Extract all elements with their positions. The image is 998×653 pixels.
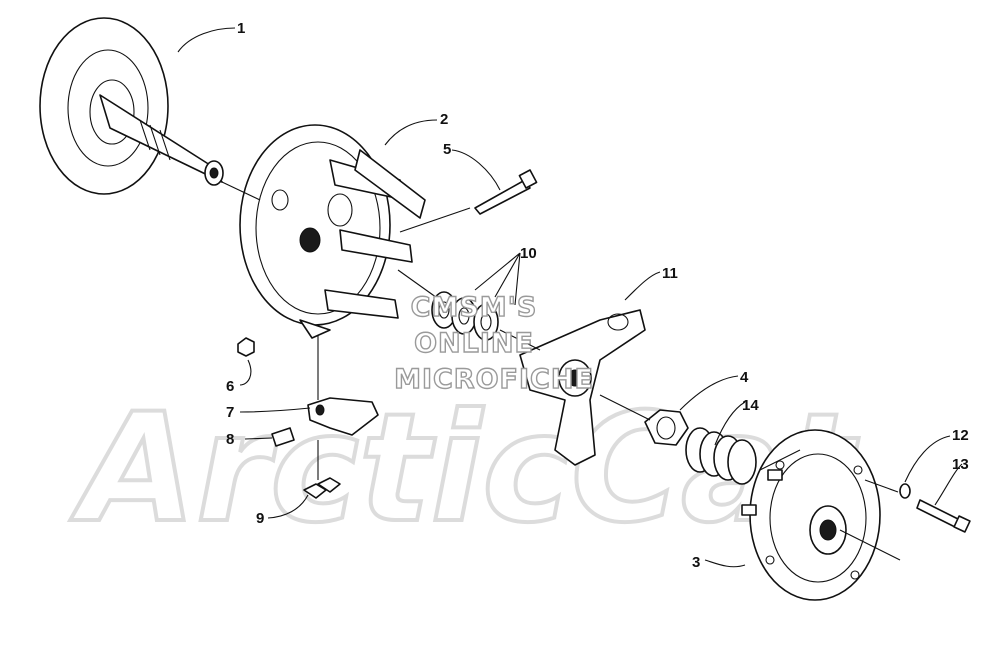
callout-9: 9 <box>256 510 264 527</box>
leader-lines <box>177 27 963 568</box>
callout-2: 2 <box>440 111 448 128</box>
part-3-cover-plate <box>741 429 881 601</box>
part-7-weight-arm <box>307 397 379 436</box>
part-11-spider <box>519 309 646 466</box>
watermark-line-1: CMSM'S <box>411 292 538 323</box>
callout-6: 6 <box>226 378 234 395</box>
part-2-cover-assembly <box>239 124 426 339</box>
watermark-line-2: ONLINE <box>414 328 534 359</box>
callout-1: 1 <box>237 20 245 37</box>
part-1-movable-sheave <box>39 17 224 195</box>
part-4-nut <box>644 409 689 446</box>
part-13-screw <box>916 499 971 533</box>
part-8-bushing <box>271 427 295 447</box>
part-9-washers <box>303 477 341 499</box>
callout-5: 5 <box>443 141 451 158</box>
part-14-spring <box>685 427 757 485</box>
part-10-washers <box>431 291 499 341</box>
watermark-text: CMSM'S ONLINE MICROFICHE <box>393 291 594 395</box>
watermark-line-3: MICROFICHE <box>394 364 594 395</box>
callout-10: 10 <box>520 245 537 262</box>
callout-3: 3 <box>692 554 700 571</box>
callout-13: 13 <box>952 456 969 473</box>
callout-8: 8 <box>226 431 234 448</box>
callout-4: 4 <box>740 369 749 386</box>
callout-12: 12 <box>952 427 969 444</box>
part-5-bolt <box>474 169 538 215</box>
callout-7: 7 <box>226 404 234 421</box>
callout-11: 11 <box>662 265 678 282</box>
callout-labels: 1 2 3 4 5 6 7 8 9 10 11 12 13 14 <box>226 20 969 571</box>
part-12-washer <box>899 483 911 499</box>
part-6-nut <box>237 337 255 357</box>
callout-14: 14 <box>742 397 759 414</box>
